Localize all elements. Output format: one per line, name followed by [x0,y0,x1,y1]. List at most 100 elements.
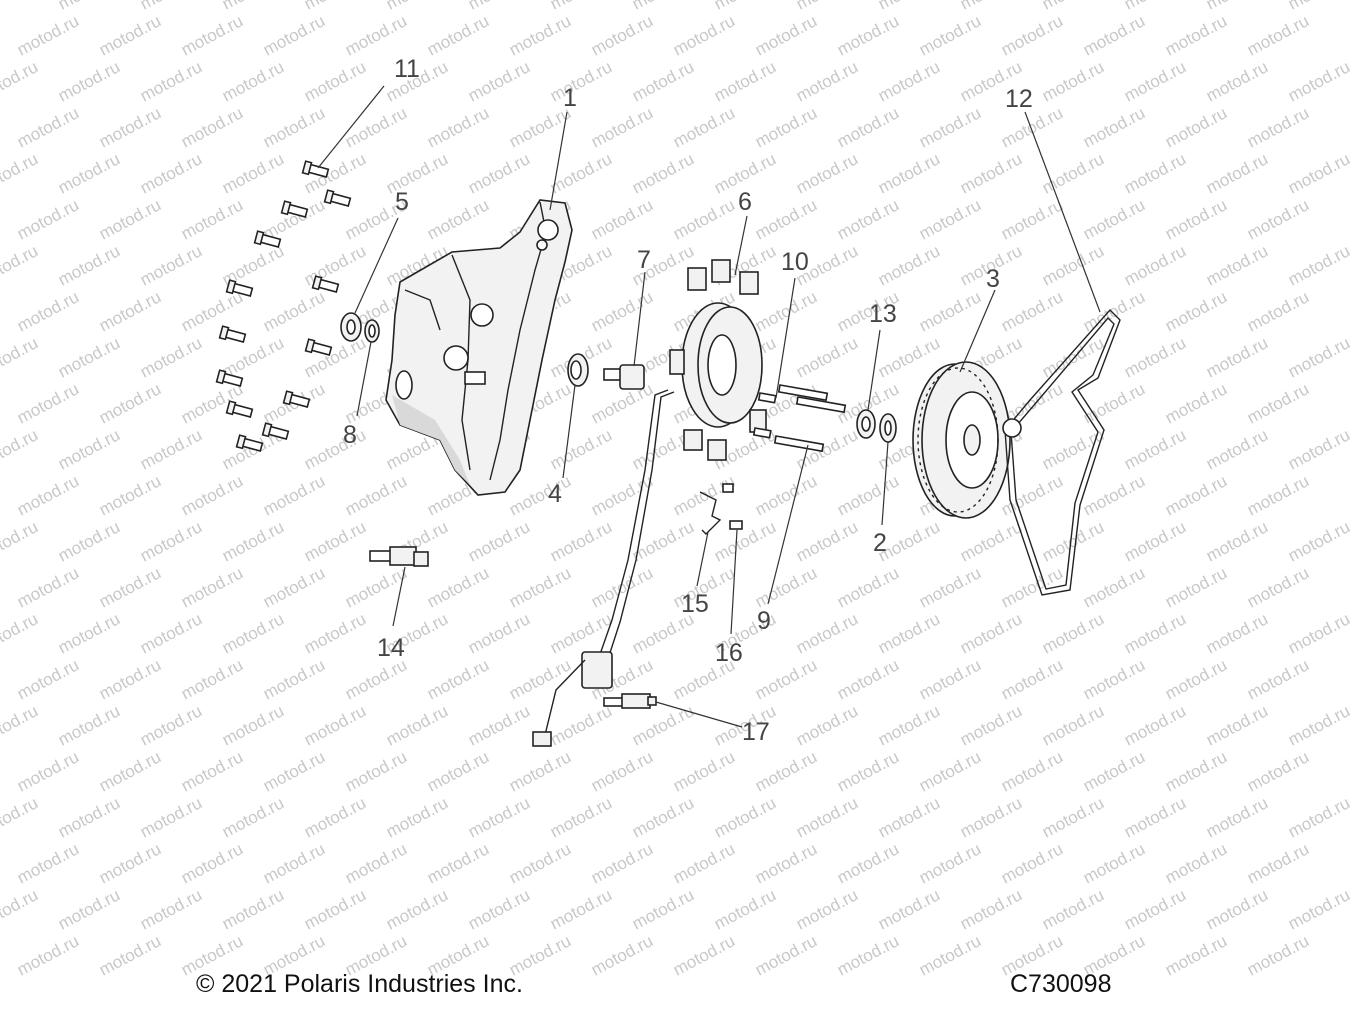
watermark-text: motod.ru [588,747,656,795]
watermark-text: motod.ru [1121,885,1189,933]
watermark-text: motod.ru [0,885,41,933]
watermark-text: motod.ru [14,563,82,611]
clip-screw [729,520,743,530]
watermark-text: motod.ru [1244,103,1312,151]
watermark-text: motod.ru [342,839,410,887]
watermark-text: motod.ru [1285,793,1353,841]
watermark-text: motod.ru [1285,0,1353,14]
watermark-text: motod.ru [793,609,861,657]
watermark-text: motod.ru [137,609,205,657]
watermark-text: motod.ru [96,287,164,335]
watermark-text: motod.ru [957,609,1025,657]
watermark-text: motod.ru [547,701,615,749]
bolt-set [215,160,352,453]
watermark-text: motod.ru [137,149,205,197]
watermark-text: motod.ru [301,885,369,933]
watermark-text: motod.ru [834,655,902,703]
callout-14: 14 [377,634,405,662]
watermark-text: motod.ru [588,11,656,59]
watermark-text: motod.ru [219,149,287,197]
watermark-text: motod.ru [96,379,164,427]
watermark-text: motod.ru [1203,333,1271,381]
watermark-text: motod.ru [1285,57,1353,105]
watermark-text: motod.ru [1039,333,1107,381]
watermark-text: motod.ru [0,425,41,473]
watermark-text: motod.ru [137,793,205,841]
watermark-text: motod.ru [547,793,615,841]
watermark-text: motod.ru [1080,655,1148,703]
stator-wire-harness [532,389,675,747]
copyright-notice: © 2021 Polaris Industries Inc. [196,970,523,998]
watermark-text: motod.ru [506,747,574,795]
callout-11: 11 [394,55,420,83]
watermark-text: motod.ru [383,885,451,933]
watermark-text: motod.ru [0,793,41,841]
watermark-text: motod.ru [588,195,656,243]
watermark-text: motod.ru [260,11,328,59]
watermark-text: motod.ru [219,793,287,841]
watermark-text: motod.ru [834,839,902,887]
watermark-text: motod.ru [424,655,492,703]
watermark-text: motod.ru [14,747,82,795]
watermark-text: motod.ru [998,11,1066,59]
watermark-text: motod.ru [670,839,738,887]
watermark-text: motod.ru [96,931,164,979]
watermark-text: motod.ru [793,517,861,565]
watermark-text: motod.ru [219,517,287,565]
watermark-text: motod.ru [1121,517,1189,565]
watermark-text: motod.ru [0,57,41,105]
watermark-text: motod.ru [55,425,123,473]
watermark-text: motod.ru [834,471,902,519]
watermark-text: motod.ru [424,563,492,611]
watermark-text: motod.ru [752,563,820,611]
watermark-text: motod.ru [752,11,820,59]
watermark-text: motod.ru [137,241,205,289]
watermark-text: motod.ru [137,517,205,565]
watermark-text: motod.ru [219,57,287,105]
watermark-text: motod.ru [916,563,984,611]
watermark-text: motod.ru [711,517,779,565]
watermark-text: motod.ru [588,839,656,887]
watermark-text: motod.ru [301,425,369,473]
callout-17: 17 [742,718,770,746]
watermark-text: motod.ru [1080,747,1148,795]
watermark-text: motod.ru [14,931,82,979]
watermark-text: motod.ru [96,839,164,887]
watermark-text: motod.ru [465,57,533,105]
watermark-text: motod.ru [752,287,820,335]
callout-6: 6 [738,188,752,216]
watermark-text: motod.ru [793,333,861,381]
watermark-text: motod.ru [219,885,287,933]
watermark-text: motod.ru [178,655,246,703]
sensor [369,546,429,567]
watermark-text: motod.ru [424,747,492,795]
watermark-text: motod.ru [1244,747,1312,795]
watermark-text: motod.ru [1162,103,1230,151]
watermark-text: motod.ru [14,103,82,151]
callout-12: 12 [1005,85,1033,113]
watermark-text: motod.ru [14,655,82,703]
watermark-text: motod.ru [465,609,533,657]
flywheel-washer [879,413,897,443]
watermark-text: motod.ru [14,471,82,519]
watermark-text: motod.ru [629,793,697,841]
washer [364,319,380,343]
watermark-text: motod.ru [998,747,1066,795]
watermark-text: motod.ru [834,11,902,59]
watermark-text: motod.ru [137,57,205,105]
watermark-text: motod.ru [1162,379,1230,427]
watermark-text: motod.ru [1039,57,1107,105]
watermark-text: motod.ru [1244,287,1312,335]
watermark-text: motod.ru [1203,0,1271,14]
watermark-text: motod.ru [1080,839,1148,887]
callout-1: 1 [563,84,577,112]
watermark-text: motod.ru [793,885,861,933]
watermark-text: motod.ru [670,747,738,795]
figure-id: C730098 [1010,970,1112,998]
pickup-sensor [603,693,657,709]
watermark-text: motod.ru [1039,425,1107,473]
watermark-text: motod.ru [55,57,123,105]
watermark-text: motod.ru [1162,11,1230,59]
watermark-text: motod.ru [547,149,615,197]
